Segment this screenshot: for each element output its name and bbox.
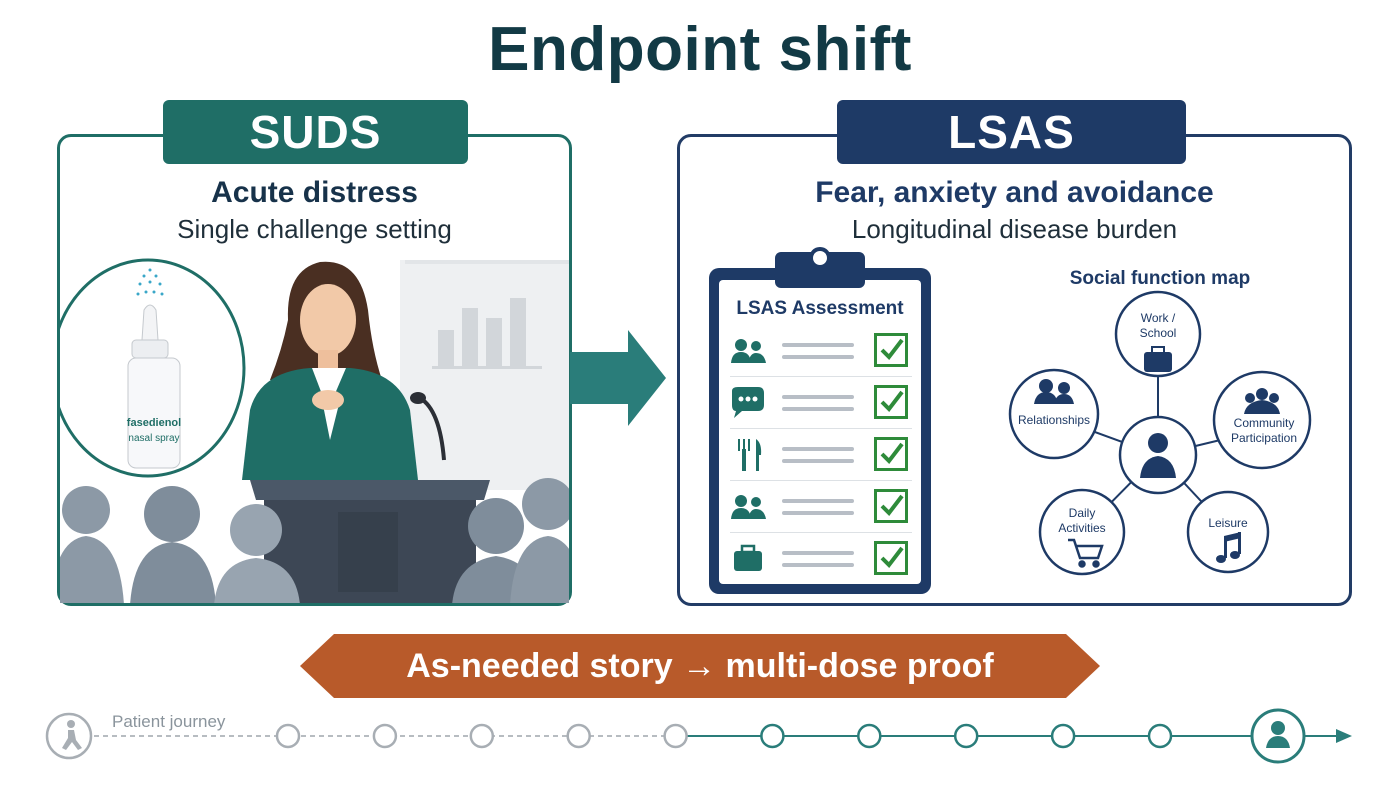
checklist-line	[782, 447, 854, 451]
public-speaking-illustration	[60, 258, 569, 603]
podium	[250, 480, 490, 603]
checklist-divider	[730, 532, 912, 533]
speech-bubble-icon	[732, 387, 764, 418]
node-relationships	[1008, 368, 1100, 460]
social-map-title: Social function map	[1069, 268, 1251, 289]
journey-step-node	[1050, 723, 1076, 749]
suds-subheading: Single challenge setting	[177, 214, 452, 244]
checkbox-checked-icon	[874, 333, 908, 367]
clipboard-title: LSAS Assessment	[736, 298, 904, 319]
node-leisure	[1186, 490, 1270, 574]
checkbox-checked-icon	[874, 489, 908, 523]
journey-step-node	[275, 723, 301, 749]
presentation-board	[400, 260, 569, 490]
speaker-woman	[242, 261, 418, 480]
checkbox-checked-icon	[874, 437, 908, 471]
shopping-cart-icon	[1068, 538, 1104, 568]
journey-step-node	[469, 723, 495, 749]
checklist-row	[722, 377, 918, 429]
checklist-line	[782, 407, 854, 411]
social-function-map	[1008, 290, 1312, 576]
journey-step-node	[1147, 723, 1173, 749]
journey-step-node	[372, 723, 398, 749]
suds-tab: SUDS	[163, 100, 468, 164]
checklist-row	[722, 481, 918, 533]
checklist-line	[782, 563, 854, 567]
checklist-line	[782, 551, 854, 555]
checkbox-checked-icon	[874, 541, 908, 575]
page-title: Endpoint shift	[488, 15, 912, 84]
checklist-line	[782, 395, 854, 399]
timeline-arrowhead	[1336, 729, 1352, 743]
spray-label: fasedienol	[126, 417, 182, 429]
journey-step-node	[566, 723, 591, 749]
music-note-icon	[1216, 532, 1241, 563]
checklist-divider	[730, 376, 912, 377]
checklist-line	[782, 511, 854, 515]
journey-step-node	[663, 723, 688, 749]
walking-person-icon	[62, 720, 82, 750]
checklist-row	[722, 325, 918, 377]
group-icon	[1244, 388, 1280, 414]
checklist-divider	[730, 480, 912, 481]
checklist-line	[782, 343, 854, 347]
journey-step-node	[760, 723, 785, 749]
lsas-tab: LSAS	[837, 100, 1186, 164]
spray-label-sub: nasal spray	[128, 433, 180, 444]
checklist-line	[782, 355, 854, 359]
checklist-row	[722, 533, 918, 585]
people-icon	[1034, 379, 1074, 404]
checklist-line	[782, 459, 854, 463]
right-arrow-icon	[570, 330, 666, 426]
journey-label: Patient journey	[112, 712, 226, 731]
lsas-heading: Fear, anxiety and avoidance	[815, 176, 1214, 209]
nasal-spray-icon	[127, 268, 181, 469]
person-icon	[1266, 721, 1290, 748]
checklist-line	[782, 499, 854, 503]
patient-journey-timeline	[45, 708, 1352, 764]
people-icon	[731, 495, 766, 519]
node-daily-activities	[1038, 488, 1126, 576]
node-daily-label: Daily Activities	[1058, 506, 1106, 535]
banner-text: As-needed story → multi-dose proof	[406, 646, 994, 685]
node-community	[1212, 370, 1312, 470]
suds-heading: Acute distress	[211, 176, 418, 209]
checklist-divider	[730, 428, 912, 429]
checklist-row	[722, 429, 918, 481]
person-icon	[1140, 433, 1176, 478]
journey-step-node	[953, 723, 979, 749]
center-person-node	[1118, 415, 1198, 495]
audience-silhouettes	[60, 478, 569, 603]
checkbox-checked-icon	[874, 385, 908, 419]
lsas-subheading: Longitudinal disease burden	[851, 214, 1178, 244]
node-relationships-label: Relationships	[1017, 413, 1091, 427]
journey-step-node	[857, 723, 882, 749]
people-icon	[731, 339, 766, 363]
node-work-label: Work / School	[1139, 311, 1177, 340]
briefcase-icon	[1144, 346, 1172, 372]
briefcase-icon	[734, 544, 762, 571]
bar-chart-icon	[432, 298, 542, 369]
node-work-school	[1114, 290, 1202, 378]
node-leisure-label: Leisure	[1208, 516, 1248, 530]
fork-knife-icon	[738, 439, 762, 471]
node-community-label: Community Participation	[1230, 416, 1298, 445]
journey-banner	[300, 634, 1100, 698]
